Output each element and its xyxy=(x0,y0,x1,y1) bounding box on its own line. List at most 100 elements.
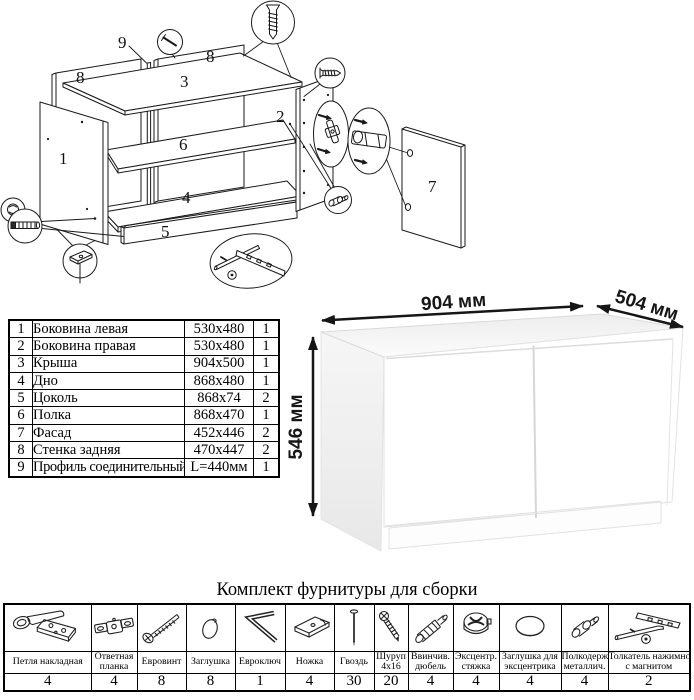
cam-lock-icon xyxy=(452,603,500,652)
part-name: Боковина левая xyxy=(32,319,185,339)
label-part-2: 2 xyxy=(276,107,285,126)
part-num: 7 xyxy=(8,423,33,443)
label-part-5: 5 xyxy=(161,222,170,241)
part-qty: 2 xyxy=(253,423,280,443)
part-name: Полка xyxy=(32,406,185,425)
detail-hinge-plate-circle xyxy=(313,100,349,168)
hardware-item-label: Петля накладная xyxy=(3,651,92,674)
left-side-panel xyxy=(39,101,109,245)
part-qty: 1 xyxy=(253,371,280,391)
pointer-lines xyxy=(41,40,407,247)
hardware-item-label: Толкатель нажимной с магнитом xyxy=(607,651,691,674)
hardware-item-label: Евровинт xyxy=(136,651,187,674)
hardware-item-label: Шуруп 4x16 xyxy=(373,651,409,674)
hex-key-icon xyxy=(234,603,286,652)
part-name: Цоколь xyxy=(32,389,185,408)
overlay-hinge-icon xyxy=(3,603,92,652)
part-qty: 1 xyxy=(253,406,280,425)
hardware-item-label: Гвоздь xyxy=(333,651,375,674)
hardware-kit-title: Комплект фурнитуры для сборки xyxy=(216,580,478,600)
part-num: 4 xyxy=(8,371,33,391)
part-qty: 1 xyxy=(253,337,280,356)
nail-icon xyxy=(333,603,375,652)
hardware-item-label: Ввинчив. дюбель xyxy=(407,651,454,674)
label-part-8a: 8 xyxy=(76,68,85,87)
hardware-item-qty: 8 xyxy=(136,672,187,692)
exploded-view xyxy=(0,0,466,289)
label-part-4: 4 xyxy=(182,188,191,207)
hardware-item-qty: 4 xyxy=(407,672,454,692)
depth-arrow xyxy=(596,304,684,329)
label-part-8b: 8 xyxy=(206,47,215,66)
hardware-item-qty: 2 xyxy=(607,672,691,692)
part-size: 452x446 xyxy=(184,423,254,443)
hardware-item-label: Ножка xyxy=(284,651,335,674)
hole-dots xyxy=(46,93,330,220)
leg-icon xyxy=(284,603,335,652)
hardware-item-qty: 30 xyxy=(333,672,375,692)
part-qty: 1 xyxy=(253,319,280,339)
hardware-item-qty: 20 xyxy=(373,672,409,692)
cam-cap-icon xyxy=(498,603,562,652)
cabinet-left-face xyxy=(320,331,385,552)
part-size: 530x480 xyxy=(184,337,254,356)
hardware-item-label: Эксцентр. стяжка xyxy=(452,651,500,674)
detail-euroscrew-side-circle xyxy=(314,57,346,89)
shelf-pin-icon xyxy=(560,603,609,652)
part-name: Стенка задняя xyxy=(32,441,185,460)
part-name: Боковина правая xyxy=(32,337,185,356)
screw-icon xyxy=(373,603,409,652)
hardware-item-qty: 1 xyxy=(234,672,286,692)
hardware-item-qty: 4 xyxy=(284,672,335,692)
hardware-item-qty: 4 xyxy=(452,672,500,692)
part-size: L=440мм xyxy=(184,458,254,478)
width-arrow xyxy=(321,301,584,325)
detail-push-latch-ellipse xyxy=(209,233,293,289)
screw-dowel-icon xyxy=(407,603,454,652)
part-size: 904x500 xyxy=(184,354,254,373)
hardware-item-label: Заглушка для эксцентрика xyxy=(498,651,562,674)
part-size: 868x480 xyxy=(184,371,254,391)
part-labels: 1 2 3 4 5 6 7 8 8 9 xyxy=(59,33,437,241)
top-panel xyxy=(62,52,303,116)
part-num: 8 xyxy=(8,441,33,460)
part-qty: 2 xyxy=(253,389,280,408)
width-dimension-label: 904 мм xyxy=(420,290,486,315)
part-size: 868x470 xyxy=(184,406,254,425)
part-num: 3 xyxy=(8,354,33,373)
part-qty: 2 xyxy=(253,441,280,460)
label-part-7: 7 xyxy=(428,177,437,196)
part-name: Крыша xyxy=(32,354,185,373)
part-name: Фасад xyxy=(32,423,185,443)
cabinet-plinth xyxy=(388,501,662,550)
detail-dowel-circle xyxy=(7,208,43,244)
part-num: 2 xyxy=(8,337,33,356)
hardware-item-qty: 4 xyxy=(90,672,138,692)
hardware-item-qty: 8 xyxy=(185,672,236,692)
height-dimension-label: 546 мм xyxy=(286,394,307,459)
part-num: 9 xyxy=(8,458,33,478)
detail-euroscrew-top-circle xyxy=(251,0,295,45)
part-qty: 1 xyxy=(253,458,280,478)
part-num: 6 xyxy=(8,406,33,425)
shelf-panel xyxy=(105,119,296,174)
part-name: Дно xyxy=(32,371,185,391)
part-num: 1 xyxy=(8,319,33,339)
part-size: 530x480 xyxy=(184,319,254,339)
part-size: 470x447 xyxy=(184,441,254,460)
hardware-item-label: Заглушка xyxy=(185,651,236,674)
cap-icon xyxy=(185,603,236,652)
detail-nail-circle xyxy=(157,29,183,55)
detail-hinge-arm-circle xyxy=(347,107,391,175)
